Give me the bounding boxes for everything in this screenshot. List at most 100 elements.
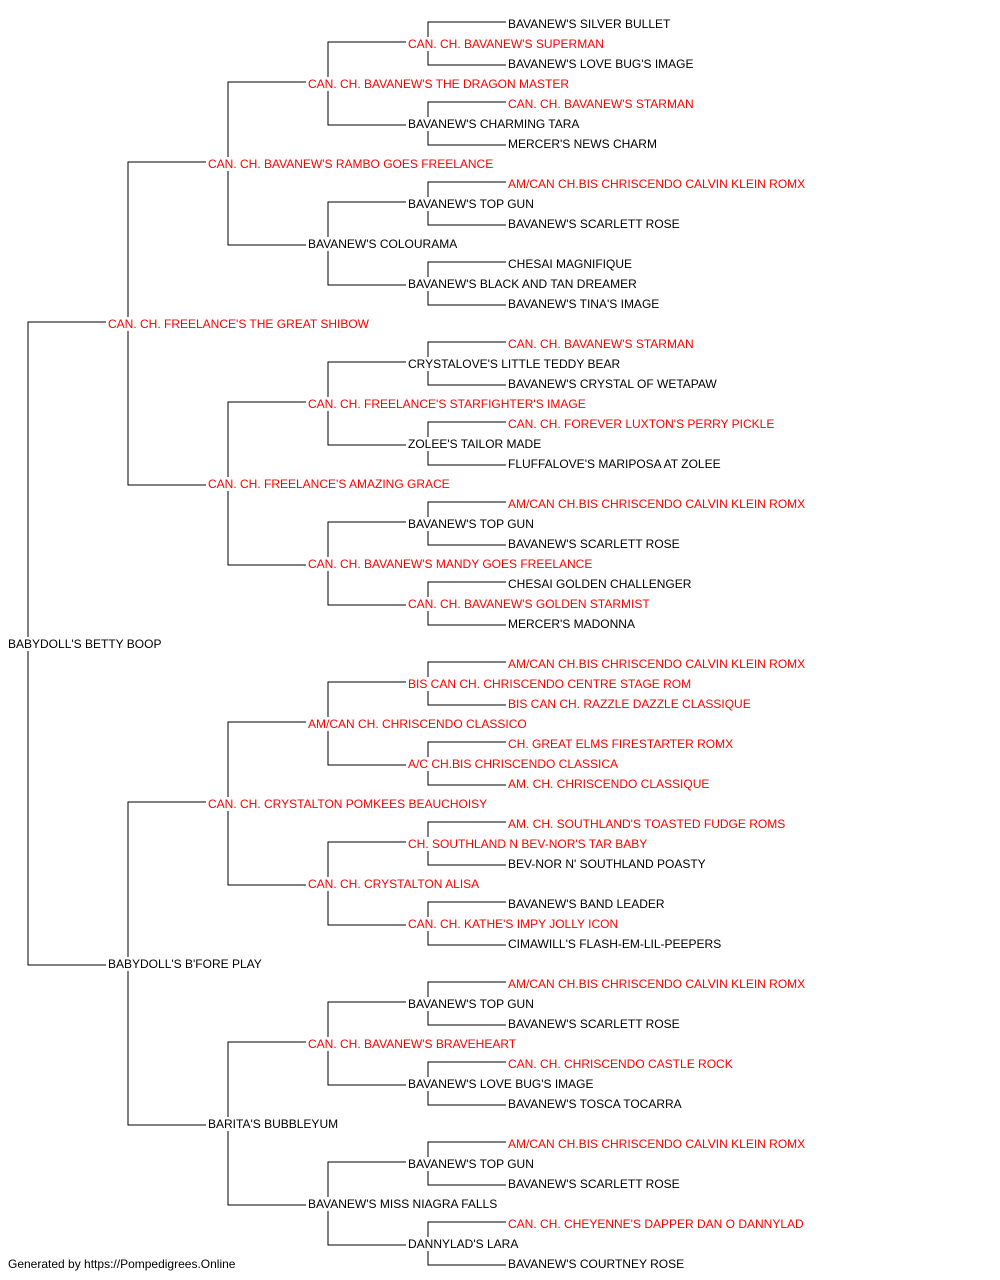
dog-name-pedigree-dam-sire: CAN. CH. CRYSTALTON POMKEES BEAUCHOISY xyxy=(208,797,487,811)
label-backdrop xyxy=(506,297,662,311)
label-backdrop xyxy=(406,837,650,851)
dog-name-pedigree-sire-sire-dam-sire-dam: BAVANEW'S SCARLETT ROSE xyxy=(508,217,680,231)
dog-name-pedigree-sire-dam-sire-dam-sire: CAN. CH. FOREVER LUXTON'S PERRY PICKLE xyxy=(508,417,774,431)
dog-name-pedigree-sire-dam: CAN. CH. FREELANCE'S AMAZING GRACE xyxy=(208,477,450,491)
label-backdrop xyxy=(406,677,694,691)
label-backdrop xyxy=(406,37,606,51)
label-backdrop xyxy=(406,197,536,211)
dog-name-pedigree-dam-dam-dam-sire-sire: AM/CAN CH.BIS CHRISCENDO CALVIN KLEIN RO… xyxy=(508,1137,805,1151)
label-backdrop xyxy=(506,1177,682,1191)
dog-name-pedigree-sire-sire: CAN. CH. BAVANEW'S RAMBO GOES FREELANCE xyxy=(208,157,493,171)
label-backdrop xyxy=(506,497,808,511)
dog-name-pedigree-dam-dam-sire-dam-sire: CAN. CH. CHRISCENDO CASTLE ROCK xyxy=(508,1057,733,1071)
dog-name-pedigree-sire-dam-dam: CAN. CH. BAVANEW'S MANDY GOES FREELANCE xyxy=(308,557,592,571)
dog-name-pedigree-dam-sire-sire-sire: BIS CAN CH. CHRISCENDO CENTRE STAGE ROM xyxy=(408,677,691,691)
dog-name-pedigree-sire-dam-sire-sire: CRYSTALOVE'S LITTLE TEDDY BEAR xyxy=(408,357,620,371)
label-backdrop xyxy=(506,1017,682,1031)
dog-name-pedigree-sire-sire-dam-sire: BAVANEW'S TOP GUN xyxy=(408,197,534,211)
dog-name-pedigree-dam-sire-dam-sire-sire: AM. CH. SOUTHLAND'S TOASTED FUDGE ROMS xyxy=(508,817,785,831)
label-backdrop xyxy=(506,1257,687,1271)
dog-name-pedigree-sire-sire-dam-sire-sire: AM/CAN CH.BIS CHRISCENDO CALVIN KLEIN RO… xyxy=(508,177,805,191)
dog-name-pedigree-dam-sire-sire-dam-dam: AM. CH. CHRISCENDO CLASSIQUE xyxy=(508,777,709,791)
label-backdrop xyxy=(106,957,264,971)
dog-name-pedigree-sire-sire-dam-dam-dam: BAVANEW'S TINA'S IMAGE xyxy=(508,297,659,311)
label-backdrop xyxy=(506,57,696,71)
label-backdrop xyxy=(406,277,640,291)
label-backdrop xyxy=(406,437,544,451)
dog-name-pedigree-dam-dam-dam-sire: BAVANEW'S TOP GUN xyxy=(408,1157,534,1171)
dog-name-pedigree-dam-sire-sire-sire-sire: AM/CAN CH.BIS CHRISCENDO CALVIN KLEIN RO… xyxy=(508,657,805,671)
dog-name-pedigree-sire-dam-sire-sire-dam: BAVANEW'S CRYSTAL OF WETAPAW xyxy=(508,377,717,391)
dog-name-pedigree-sire-dam-sire-sire-sire: CAN. CH. BAVANEW'S STARMAN xyxy=(508,337,694,351)
dog-name-pedigree-dam-sire-dam-sire: CH. SOUTHLAND N BEV-NOR'S TAR BABY xyxy=(408,837,647,851)
label-backdrop xyxy=(306,717,529,731)
footer-credit: Generated by https://Pompedigrees.Online xyxy=(8,1257,236,1271)
dog-name-pedigree-dam-dam-dam-sire-dam: BAVANEW'S SCARLETT ROSE xyxy=(508,1177,680,1191)
label-backdrop xyxy=(406,1157,536,1171)
label-backdrop xyxy=(306,1197,500,1211)
label-backdrop xyxy=(506,177,808,191)
label-backdrop xyxy=(406,1077,596,1091)
label-backdrop xyxy=(306,237,460,251)
dog-name-pedigree-sire-sire-dam: BAVANEW'S COLOURAMA xyxy=(308,237,457,251)
dog-name-pedigree-dam-dam-dam-dam: DANNYLAD'S LARA xyxy=(408,1237,518,1251)
dog-name-pedigree-sire-dam-dam-sire-dam: BAVANEW'S SCARLETT ROSE xyxy=(508,537,680,551)
dog-name-pedigree-dam-dam-sire-dam: BAVANEW'S LOVE BUG'S IMAGE xyxy=(408,1077,594,1091)
label-backdrop xyxy=(406,1237,521,1251)
dog-name-pedigree-sire-dam-sire-dam-dam: FLUFFALOVE'S MARIPOSA AT ZOLEE xyxy=(508,457,721,471)
dog-name-pedigree-dam-sire-dam-sire-dam: BEV-NOR N' SOUTHLAND POASTY xyxy=(508,857,706,871)
dog-name-pedigree-dam-sire-sire-dam-sire: CH. GREAT ELMS FIRESTARTER ROMX xyxy=(508,737,733,751)
dog-name-pedigree-sire-dam-dam-dam-sire: CHESAI GOLDEN CHALLENGER xyxy=(508,577,692,591)
dog-name-pedigree-sire: CAN. CH. FREELANCE'S THE GREAT SHIBOW xyxy=(108,317,370,331)
label-backdrop xyxy=(306,557,595,571)
dog-name-pedigree-sire-dam-sire-dam: ZOLEE'S TAILOR MADE xyxy=(408,437,541,451)
label-backdrop xyxy=(506,857,708,871)
dog-name-pedigree-sire-sire-sire-sire-sire: BAVANEW'S SILVER BULLET xyxy=(508,17,671,31)
dog-name-pedigree-sire-sire-sire: CAN. CH. BAVANEW'S THE DRAGON MASTER xyxy=(308,77,569,91)
dog-name-pedigree-dam-dam-dam-dam-sire: CAN. CH. CHEYENNE'S DAPPER DAN O DANNYLA… xyxy=(508,1217,804,1231)
label-backdrop xyxy=(406,997,536,1011)
label-backdrop xyxy=(506,1217,807,1231)
dog-name-pedigree-dam-dam-sire-sire-dam: BAVANEW'S SCARLETT ROSE xyxy=(508,1017,680,1031)
label-backdrop xyxy=(306,877,482,891)
label-backdrop xyxy=(206,797,490,811)
dog-name-pedigree-sire-dam-dam-dam-dam: MERCER'S MADONNA xyxy=(508,617,635,631)
label-backdrop xyxy=(306,397,588,411)
label-backdrop xyxy=(206,1117,341,1131)
label-backdrop xyxy=(506,897,667,911)
dog-name-pedigree-sire-dam-dam-dam: CAN. CH. BAVANEW'S GOLDEN STARMIST xyxy=(408,597,650,611)
label-backdrop xyxy=(506,817,788,831)
label-backdrop xyxy=(406,517,536,531)
label-backdrop xyxy=(506,337,696,351)
dog-name-pedigree-dam-sire-dam-dam-sire: BAVANEW'S BAND LEADER xyxy=(508,897,665,911)
dog-name-pedigree-sire-sire-sire-dam-dam: MERCER'S NEWS CHARM xyxy=(508,137,657,151)
label-backdrop xyxy=(506,377,720,391)
dog-name-pedigree-sire-sire-dam-dam-sire: CHESAI MAGNIFIQUE xyxy=(508,257,632,271)
label-backdrop xyxy=(506,17,674,31)
label-backdrop xyxy=(306,77,572,91)
dog-name-pedigree-sire-dam-sire: CAN. CH. FREELANCE'S STARFIGHTER'S IMAGE xyxy=(308,397,586,411)
label-backdrop xyxy=(506,617,637,631)
label-backdrop xyxy=(506,937,724,951)
label-backdrop xyxy=(406,117,582,131)
label-backdrop xyxy=(206,477,452,491)
dog-name-pedigree-dam-sire-dam-dam-dam: CIMAWILL'S FLASH-EM-LIL-PEEPERS xyxy=(508,937,721,951)
dog-name-pedigree-dam-sire-dam: CAN. CH. CRYSTALTON ALISA xyxy=(308,877,479,891)
label-backdrop xyxy=(306,1037,519,1051)
dog-name-pedigree: BABYDOLL'S BETTY BOOP xyxy=(8,637,161,651)
dog-name-pedigree-dam-sire-sire-dam: A/C CH.BIS CHRISCENDO CLASSICA xyxy=(408,757,618,771)
label-backdrop xyxy=(506,737,736,751)
dog-name-pedigree-dam-dam-sire-dam-dam: BAVANEW'S TOSCA TOCARRA xyxy=(508,1097,682,1111)
label-backdrop xyxy=(506,457,723,471)
label-backdrop xyxy=(506,657,808,671)
label-backdrop xyxy=(406,917,621,931)
label-backdrop xyxy=(206,157,496,171)
label-backdrop xyxy=(506,977,808,991)
label-backdrop xyxy=(406,597,653,611)
dog-name-pedigree-sire-sire-sire-dam-sire: CAN. CH. BAVANEW'S STARMAN xyxy=(508,97,694,111)
label-backdrop xyxy=(506,217,682,231)
label-backdrop xyxy=(506,137,659,151)
dog-name-pedigree-dam-sire-sire-sire-dam: BIS CAN CH. RAZZLE DAZZLE CLASSIQUE xyxy=(508,697,751,711)
label-backdrop xyxy=(406,757,621,771)
